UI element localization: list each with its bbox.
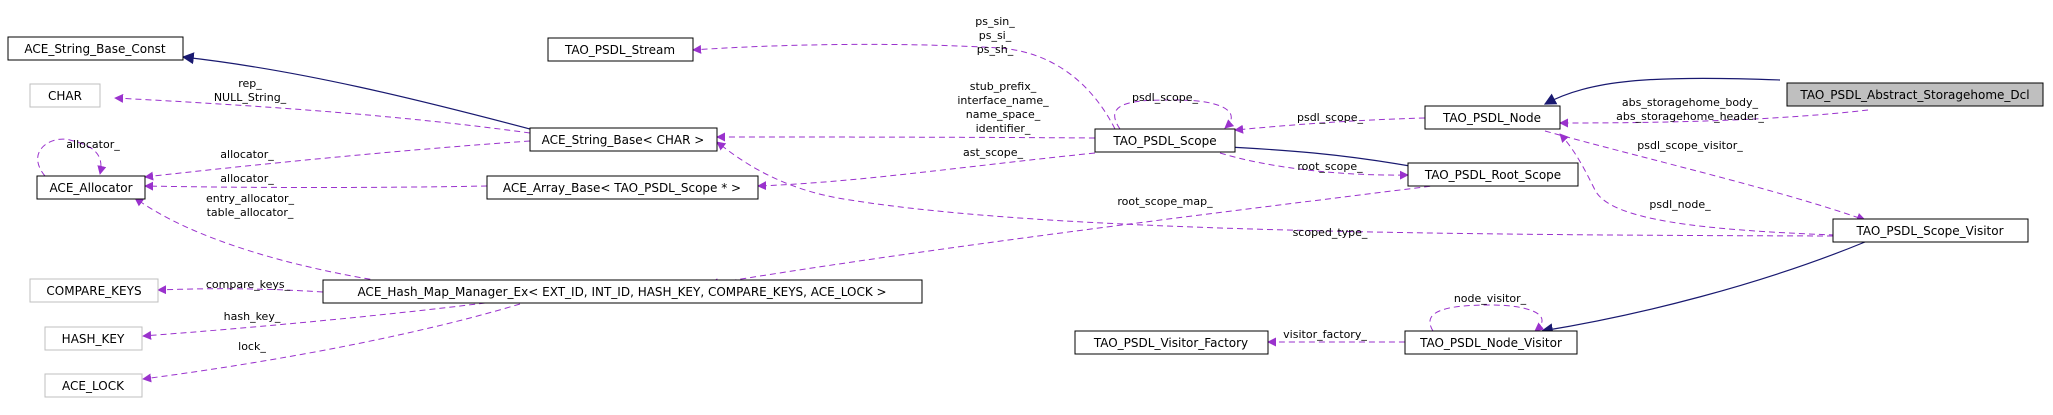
node-label: CHAR <box>48 89 82 103</box>
label-hash-key: hash_key_ <box>224 310 281 323</box>
label-entry-allocator: entry_allocator_ <box>206 192 295 205</box>
node-tao-psdl-node[interactable]: TAO_PSDL_Node <box>1424 105 1561 130</box>
edge-compare-keys <box>157 285 324 295</box>
node-ace-string-base-const[interactable]: ACE_String_Base_Const <box>7 36 184 61</box>
label-ps-si: ps_si_ <box>979 29 1012 42</box>
label-abs-storagehome-header: abs_storagehome_header_ <box>1616 110 1764 123</box>
node-label: TAO_PSDL_Visitor_Factory <box>1093 336 1248 350</box>
edge-lock <box>142 303 521 383</box>
label-scoped-type: scoped_type_ <box>1293 226 1368 239</box>
label-null-string: NULL_String_ <box>214 91 287 104</box>
node-label: TAO_PSDL_Root_Scope <box>1424 168 1561 182</box>
label-ps-sh: ps_sh_ <box>977 43 1014 56</box>
node-label: TAO_PSDL_Node_Visitor <box>1419 336 1562 350</box>
edge-rep-null-string <box>114 93 531 134</box>
node-label: TAO_PSDL_Scope <box>1112 134 1216 148</box>
node-label: ACE_Array_Base< TAO_PSDL_Scope * > <box>503 181 741 195</box>
label-allocator-self: allocator_ <box>66 138 120 151</box>
label-visitor-factory: visitor_factory_ <box>1283 328 1367 341</box>
edge-allocator-array-base <box>144 181 488 191</box>
label-rep: rep_ <box>238 77 262 90</box>
edge-storagehome-inherits-node <box>1543 77 1781 105</box>
edge-ps-streams <box>692 43 1116 130</box>
node-tao-psdl-stream[interactable]: TAO_PSDL_Stream <box>547 37 694 62</box>
edge-psdl-scope-self <box>1114 99 1235 130</box>
node-ace-allocator[interactable]: ACE_Allocator <box>36 175 146 200</box>
node-label: COMPARE_KEYS <box>46 284 141 298</box>
node-ace-hash-map-manager[interactable]: ACE_Hash_Map_Manager_Ex< EXT_ID, INT_ID,… <box>322 279 923 304</box>
label-node-visitor: node_visitor_ <box>1454 292 1527 305</box>
node-tao-psdl-abstract-storagehome-dcl[interactable]: TAO_PSDL_Abstract_Storagehome_Dcl <box>1786 82 2044 107</box>
node-label: ACE_String_Base< CHAR > <box>542 133 705 147</box>
edge-root-scope-map <box>709 184 1441 288</box>
label-ps-sin: ps_sin_ <box>975 15 1015 28</box>
edge-root-scope <box>1219 152 1409 180</box>
label-root-scope: root_scope_ <box>1297 160 1363 173</box>
edge-entry-table-allocator <box>134 197 401 285</box>
label-allocator-string: allocator_ <box>220 148 274 161</box>
node-label: TAO_PSDL_Node <box>1442 111 1541 125</box>
edge-root-scope-inherits-scope <box>1208 140 1411 167</box>
edge-scope-strings <box>716 132 1096 142</box>
label-interface-name: interface_name_ <box>957 94 1049 107</box>
label-compare-keys: compare_keys_ <box>206 278 291 291</box>
node-label: ACE_Allocator <box>49 181 132 195</box>
label-stub-prefix: stub_prefix_ <box>970 80 1037 93</box>
node-label: ACE_LOCK <box>62 379 125 393</box>
edge-allocator-string-base <box>144 140 531 181</box>
node-char[interactable]: CHAR <box>29 83 101 108</box>
edge-abs-storagehome <box>1559 109 1869 128</box>
edge-psdl-scope-node <box>1234 117 1426 134</box>
edge-allocator-self <box>37 138 107 177</box>
edge-scope-visitor-inherits-node-visitor <box>1540 241 1866 336</box>
node-tao-psdl-root-scope[interactable]: TAO_PSDL_Root_Scope <box>1407 162 1579 187</box>
label-ast-scope: ast_scope_ <box>963 146 1024 159</box>
node-label: TAO_PSDL_Abstract_Storagehome_Dcl <box>1799 88 2029 102</box>
edge-scoped-type <box>716 141 1834 237</box>
label-table-allocator: table_allocator_ <box>207 206 294 219</box>
node-tao-psdl-scope[interactable]: TAO_PSDL_Scope <box>1094 128 1236 153</box>
label-psdl-scope-self: psdl_scope_ <box>1132 91 1199 104</box>
label-identifier: identifier_ <box>976 122 1031 135</box>
node-ace-array-base[interactable]: ACE_Array_Base< TAO_PSDL_Scope * > <box>486 175 759 200</box>
node-tao-psdl-scope-visitor[interactable]: TAO_PSDL_Scope_Visitor <box>1832 218 2029 243</box>
node-label: ACE_Hash_Map_Manager_Ex< EXT_ID, INT_ID,… <box>357 285 886 299</box>
label-psdl-scope-visitor: psdl_scope_visitor_ <box>1637 139 1743 152</box>
edge-node-visitor-self <box>1429 304 1545 332</box>
node-tao-psdl-visitor-factory[interactable]: TAO_PSDL_Visitor_Factory <box>1074 330 1269 355</box>
edge-hash-key <box>142 302 486 340</box>
node-label: TAO_PSDL_Scope_Visitor <box>1855 224 2003 238</box>
node-label: HASH_KEY <box>62 332 125 346</box>
node-tao-psdl-node-visitor[interactable]: TAO_PSDL_Node_Visitor <box>1404 330 1578 355</box>
edge-string-base-inherits-const <box>181 52 531 130</box>
label-abs-storagehome-body: abs_storagehome_body_ <box>1622 96 1759 109</box>
node-hash-key[interactable]: HASH_KEY <box>44 326 143 351</box>
node-label: ACE_String_Base_Const <box>24 42 166 56</box>
label-name-space: name_space_ <box>966 108 1041 121</box>
label-allocator-array: allocator_ <box>220 172 274 185</box>
node-ace-string-base-char[interactable]: ACE_String_Base< CHAR > <box>529 127 718 152</box>
label-lock: lock_ <box>238 340 266 353</box>
node-ace-lock[interactable]: ACE_LOCK <box>44 373 143 398</box>
edge-psdl-scope-visitor <box>1544 130 1866 222</box>
label-psdl-scope-node: psdl_scope_ <box>1297 111 1364 124</box>
edge-ast-scope <box>757 152 1096 191</box>
label-root-scope-map: root_scope_map_ <box>1117 195 1213 208</box>
node-compare-keys[interactable]: COMPARE_KEYS <box>29 278 159 303</box>
node-label: TAO_PSDL_Stream <box>564 43 675 57</box>
label-psdl-node: psdl_node_ <box>1649 198 1711 211</box>
